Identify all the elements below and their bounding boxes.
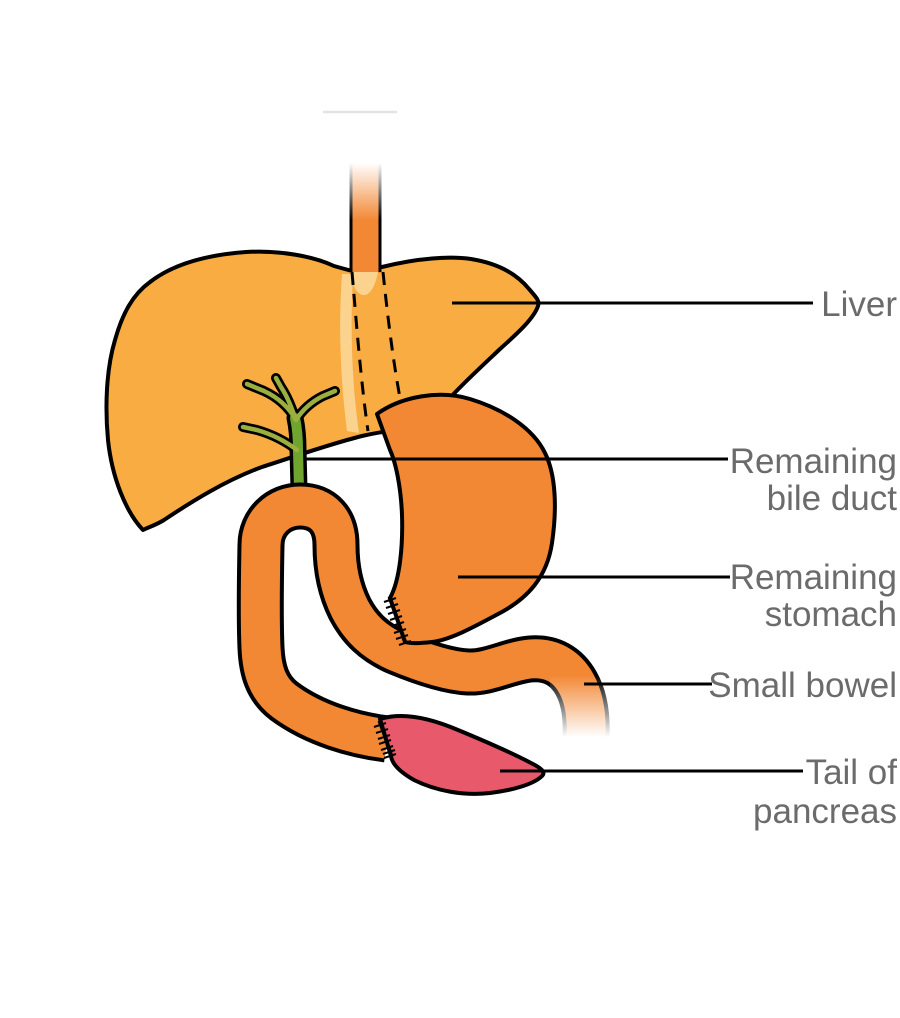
small-bowel-fill [240,486,606,759]
bile-duct [238,373,340,498]
label-bile-duct-line2: bile duct [767,479,898,518]
label-pancreas-line2: pancreas [753,792,897,831]
bile-duct-trunk [290,413,304,494]
bile-duct-branches [240,375,338,453]
label-liver: Liver [821,285,897,324]
label-stomach-line1: Remaining [730,558,897,597]
small-bowel-fade-overlay [550,662,650,777]
label-stomach-line2: stomach [765,595,897,634]
esophagus-dashed-left [350,271,370,432]
pancreatic-suture-ticks [373,722,397,759]
label-bile-duct-line1: Remaining [730,442,897,481]
label-small-bowel: Small bowel [708,666,897,705]
pancreas-shape [378,714,546,796]
liver-highlight-band [340,274,359,433]
esophagus-fade-overlay [341,130,389,222]
stomach-shape [375,392,557,646]
gastric-suture-line [387,596,408,644]
pancreatic-suture-line [377,720,394,757]
label-pancreas-line1: Tail of [806,753,898,792]
gastric-suture-ticks [383,597,412,646]
liver-highlight-wedge [351,272,378,296]
